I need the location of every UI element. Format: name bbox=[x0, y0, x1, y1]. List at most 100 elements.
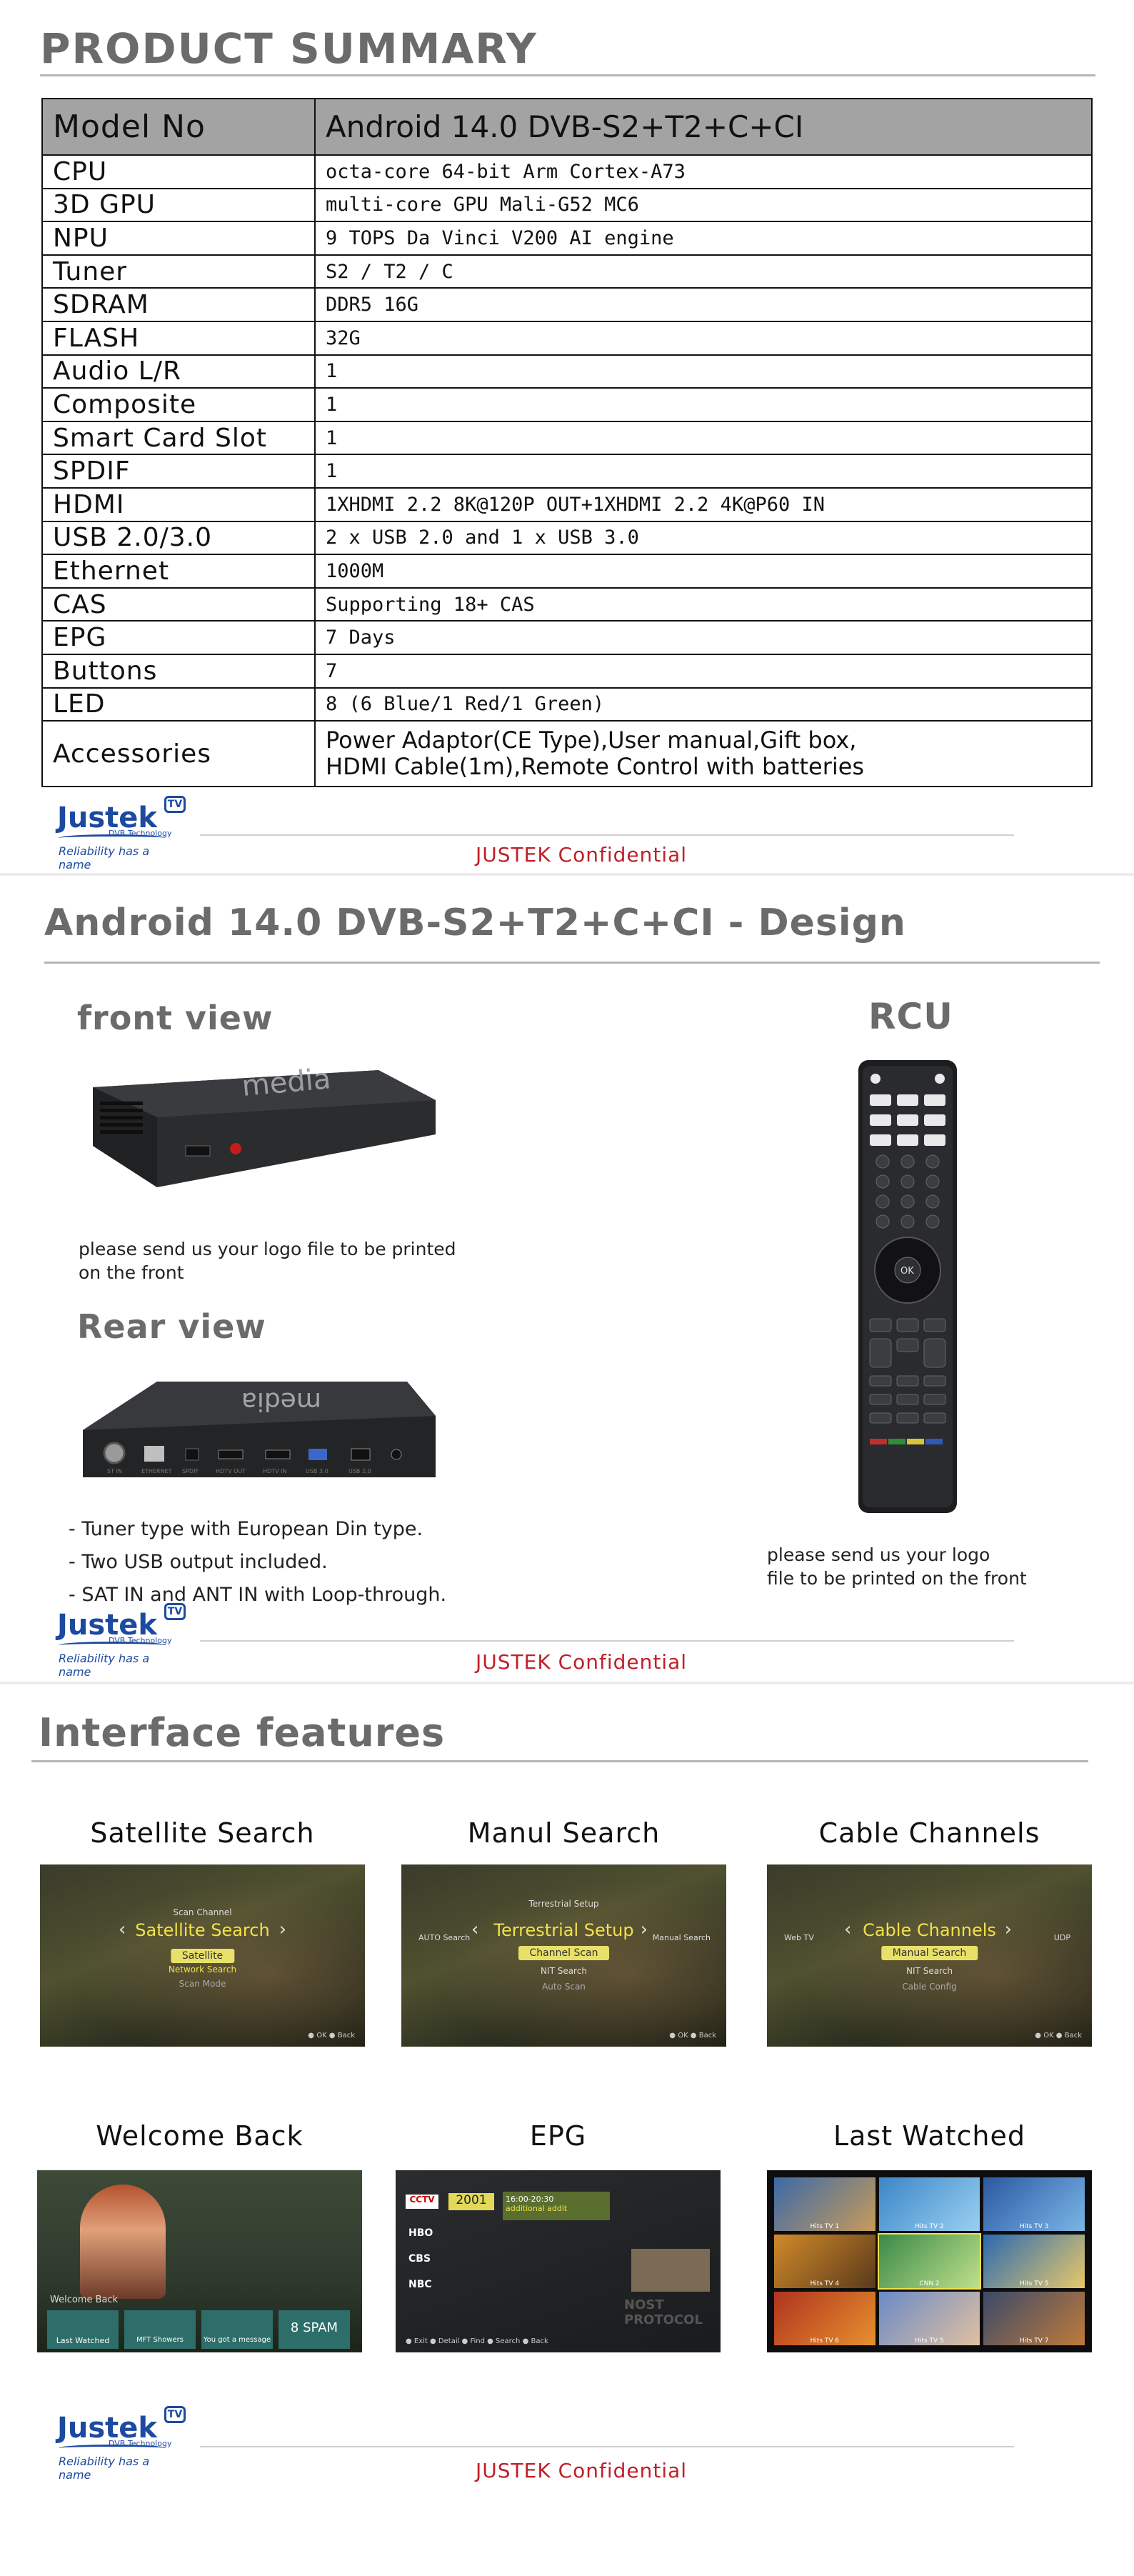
rear-view-heading: Rear view bbox=[77, 1307, 266, 1346]
logo-tagline: Reliability has a name bbox=[59, 844, 150, 872]
page-title: PRODUCT SUMMARY bbox=[40, 24, 538, 73]
accessories-line: Power Adaptor(CE Type),User manual,Gift … bbox=[326, 727, 857, 754]
channel-tile[interactable]: Hits TV 5 bbox=[983, 2235, 1085, 2288]
spec-key: HDMI bbox=[41, 486, 316, 522]
spec-key: USB 2.0/3.0 bbox=[41, 520, 316, 556]
spec-value: multi-core GPU Mali-G52 MC6 bbox=[314, 187, 1093, 223]
channel-tile[interactable]: Hits TV 2 bbox=[878, 2177, 980, 2231]
epg-logo-text: CCTV bbox=[409, 2195, 435, 2205]
channel-tile[interactable]: Hits TV 4 bbox=[774, 2235, 875, 2288]
epg-thumb bbox=[631, 2249, 710, 2292]
rear-note-line: - Two USB output included. bbox=[69, 1551, 328, 1573]
epg-okbar: ● Exit ● Detail ● Find ● Search ● Back bbox=[406, 2337, 548, 2345]
svg-text:OK: OK bbox=[900, 1266, 914, 1277]
rear-note-line: - SAT IN and ANT IN with Loop-through. bbox=[69, 1584, 447, 1606]
shot-text: Scan Channel bbox=[173, 1907, 232, 1917]
svg-text:USB 2.0: USB 2.0 bbox=[348, 1468, 371, 1474]
shot-text: Satellite Search bbox=[135, 1920, 270, 1940]
tv-icon: TV bbox=[164, 1603, 186, 1620]
channel-tile[interactable]: Hits TV 3 bbox=[983, 2177, 1085, 2231]
rcu-heading: RCU bbox=[868, 996, 953, 1037]
svg-text:USB 3.0: USB 3.0 bbox=[306, 1468, 328, 1474]
spec-key: NPU bbox=[41, 221, 316, 256]
interface-title: Interface features bbox=[39, 1710, 446, 1755]
channel-tile[interactable]: Hits TV 6 bbox=[774, 2292, 875, 2345]
shot-text: Auto Scan bbox=[542, 1982, 586, 1992]
epg-channel: HBO bbox=[408, 2227, 433, 2239]
spec-value: 1 bbox=[314, 387, 1093, 422]
table-row-accessories: Accessories Power Adaptor(CE Type),User … bbox=[41, 720, 1093, 788]
interface-section: Interface features Satellite Search Manu… bbox=[0, 1684, 1134, 2527]
channel-tile[interactable]: Hits TV 1 bbox=[774, 2177, 875, 2231]
shot-okbar: ● OK ● Back bbox=[1035, 2032, 1082, 2040]
shot-okbar: ● OK ● Back bbox=[308, 2032, 355, 2040]
spec-value: 1000M bbox=[314, 554, 1093, 589]
epg-event: 16:00-20:30 additional addit bbox=[503, 2192, 610, 2220]
woman-photo bbox=[80, 2185, 166, 2299]
spec-key: Tuner bbox=[41, 254, 316, 289]
tile-label: MFT Showers bbox=[136, 2336, 184, 2344]
justek-logo: Justek TV DVB Technology Reliability has… bbox=[37, 794, 186, 872]
confidential-label: JUSTEK Confidential bbox=[476, 1650, 688, 1674]
spec-key: Audio L/R bbox=[41, 354, 316, 389]
svg-text:HDTV OUT: HDTV OUT bbox=[216, 1468, 246, 1474]
spec-value: 1 bbox=[314, 420, 1093, 456]
epg-tag: NOST PROTOCOL bbox=[624, 2297, 703, 2327]
shot-side: AUTO Search bbox=[418, 1933, 471, 1942]
svg-text:HDTV IN: HDTV IN bbox=[263, 1468, 286, 1474]
shot-text: Cable Channels bbox=[863, 1920, 996, 1940]
rcu-note: please send us your logo file to be prin… bbox=[767, 1543, 1027, 1590]
spec-value: 1XHDMI 2.2 8K@120P OUT+1XHDMI 2.2 4K@P60… bbox=[314, 486, 1093, 522]
swoosh-icon bbox=[59, 2445, 166, 2452]
shot-pill: Manual Search bbox=[880, 1946, 978, 1960]
welcome-tile: MFT Showers bbox=[124, 2310, 196, 2349]
logo-wordmark: Justek bbox=[57, 2412, 158, 2445]
shot-text: Terrestrial Setup bbox=[528, 1899, 599, 1909]
tile-label: Hits TV 1 bbox=[810, 2223, 840, 2230]
device-brand-text-rear: media bbox=[241, 1387, 321, 1416]
accessories-line: HDMI Cable(1m),Remote Control with batte… bbox=[326, 753, 865, 781]
channel-tile[interactable]: Hits TV 7 bbox=[983, 2292, 1085, 2345]
satellite-search-screenshot: Scan Channel ‹ Satellite Search › Satell… bbox=[40, 1864, 365, 2047]
spec-key: CPU bbox=[41, 154, 316, 189]
rear-notes: - Tuner type with European Din type. - T… bbox=[69, 1513, 446, 1612]
spec-key: EPG bbox=[41, 620, 316, 655]
rcu-note-line: please send us your logo bbox=[767, 1544, 990, 1565]
remote-control-image: OK bbox=[858, 1060, 957, 1513]
svg-text:ST IN: ST IN bbox=[107, 1468, 122, 1474]
spec-value: 1 bbox=[314, 454, 1093, 489]
spec-value: 9 TOPS Da Vinci V200 AI engine bbox=[314, 221, 1093, 256]
front-note: please send us your logo file to be prin… bbox=[79, 1237, 456, 1284]
last-watched-grid: Hits TV 1 Hits TV 2 Hits TV 3 Hits TV 4 … bbox=[774, 2177, 1085, 2345]
spec-table: Model No Android 14.0 DVB-S2+T2+C+CI CPU… bbox=[41, 98, 1093, 788]
confidential-label: JUSTEK Confidential bbox=[476, 2459, 688, 2482]
spec-value: 8 (6 Blue/1 Red/1 Green) bbox=[314, 687, 1093, 722]
channel-tile[interactable]: Hits TV 5 bbox=[878, 2292, 980, 2345]
tv-icon: TV bbox=[164, 2406, 186, 2423]
front-note-line: please send us your logo file to be prin… bbox=[79, 1239, 456, 1259]
epg-year: 2001 bbox=[448, 2193, 494, 2210]
footer-divider bbox=[200, 1640, 1014, 1642]
spec-value: 7 bbox=[314, 653, 1093, 689]
spec-key: Ethernet bbox=[41, 554, 316, 589]
tile-label: Hits TV 3 bbox=[1019, 2223, 1049, 2230]
tile-label: Hits TV 4 bbox=[810, 2280, 840, 2287]
spec-value: S2 / T2 / C bbox=[314, 254, 1093, 289]
svg-text:SPDIF: SPDIF bbox=[182, 1468, 199, 1474]
spec-value: Supporting 18+ CAS bbox=[314, 586, 1093, 622]
spec-value: 7 Days bbox=[314, 620, 1093, 655]
welcome-tile: Last Watched bbox=[47, 2310, 119, 2349]
tile-label: 8 SPAM bbox=[290, 2320, 338, 2335]
spec-key: Smart Card Slot bbox=[41, 420, 316, 456]
spec-key: FLASH bbox=[41, 320, 316, 356]
channel-tile[interactable]: CNN 2 bbox=[877, 2233, 982, 2290]
manual-search-screenshot: Terrestrial Setup AUTO Search ‹ Terrestr… bbox=[401, 1864, 726, 2047]
